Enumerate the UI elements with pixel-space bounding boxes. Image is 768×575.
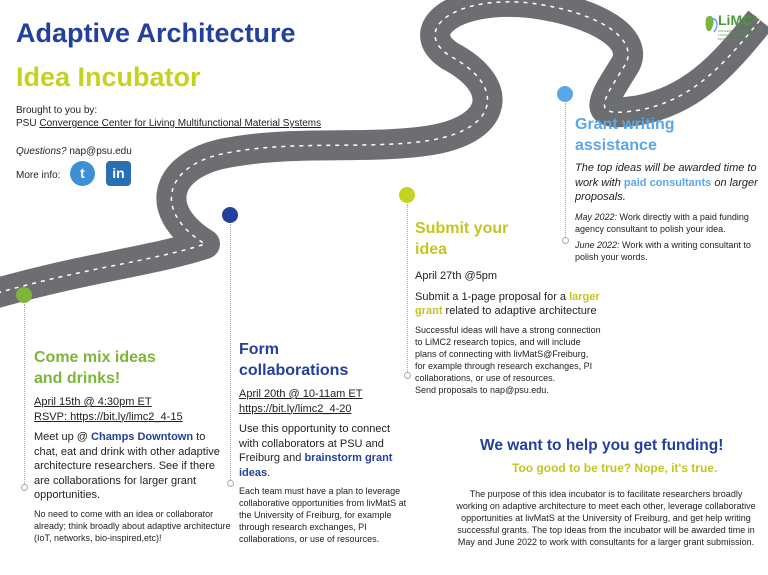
stage-form-body-pre: Use this opportunity to connect with col… [239,423,391,464]
stage-submit-date: April 27th @5pm [415,270,498,282]
timeline-line-grant [565,103,566,239]
questions-label: Questions? [16,146,67,157]
stage-mix-note: No need to come with an idea or collabor… [34,508,231,543]
stage-submit-body: Submit a 1-page proposal for a larger gr… [415,290,600,319]
stage-grant: Grant writing assistance The top ideas w… [575,114,761,263]
marker-navy [222,207,238,223]
organization-line: PSU Convergence Center for Living Multif… [16,117,356,130]
stage-form-date: April 20th @ 10-11am ET [239,388,363,400]
stage-grant-body-post: on larger proposals. [575,176,758,204]
stage-grant-june-text: Work with a writing consultant to polish… [575,239,751,262]
help-body: The purpose of this idea incubator is to… [456,489,756,547]
page-subtitle: Idea Incubator [16,62,201,92]
marker-lime [399,187,415,203]
stage-form-body-post: . [267,466,271,479]
stage-mix-venue: Champs Downtown [91,431,194,443]
stage-form-highlight: brainstorm grant ideas [239,452,393,479]
timeline-line-form [230,224,231,482]
stage-submit-highlight: larger grant [415,290,600,318]
timeline-line-submit [407,204,408,374]
brought-label: Brought to you by: [16,105,98,116]
help-subheadline: Too good to be true? Nope, it's true. [512,461,718,475]
stage-mix-body-post: to chat, eat and drink with other adapti… [34,431,220,501]
stage-grant-june-label: June 2022: [575,239,620,250]
timeline-bullet-grant [562,237,569,244]
stage-mix-date: April 15th @ 4:30pm ET [34,396,152,408]
stage-form-note: Each team must have a plan to leverage c… [239,486,407,544]
stage-submit-title-2: idea [415,241,448,258]
stage-grant-body-pre: The top ideas will be awarded time to wo… [575,162,757,189]
stage-grant-may-label: May 2022: [575,211,618,222]
page-title: Adaptive Architecture [16,18,296,48]
stage-form-body: Use this opportunity to connect with col… [239,422,411,480]
brought-to-you-by: Brought to you by: PSU Convergence Cente… [16,104,356,130]
timeline-bullet-form [227,480,234,487]
stage-submit-body-pre: Submit a 1-page proposal for a [415,290,570,303]
stage-mix-body-pre: Meet up @ [34,431,92,443]
stage-mix: Come mix ideas and drinks! April 15th @ … [34,347,231,544]
marker-blue [557,86,573,102]
limc2-logo [705,15,718,33]
timeline-bullet-mix [21,484,28,491]
stage-mix-rsvp-link[interactable]: RSVP: https://bit.ly/limc2_4-15 [34,410,183,423]
stage-form-title-1: Form [239,341,279,358]
organization-prefix: PSU [16,118,40,129]
stage-grant-body: The top ideas will be awarded time to wo… [575,161,761,205]
stage-form-title-2: collaborations [239,362,349,379]
questions-email[interactable]: nap@psu.edu [66,146,132,157]
linkedin-icon[interactable]: in [106,161,131,186]
logo-name: LiMC² [718,12,757,28]
stage-grant-title-2: assistance [575,137,657,154]
stage-submit: Submit your idea April 27th @5pm Submit … [415,218,601,396]
logo-subtitle: CONVERGENCE CENTER FOR LIVING MULTIFUNCT… [718,29,762,41]
stage-grant-june: June 2022: Work with a writing consultan… [575,239,761,263]
help-headline: We want to help you get funding! [480,437,724,454]
twitter-icon[interactable]: t [70,161,95,186]
stage-form-link[interactable]: https://bit.ly/limc2_4-20 [239,402,352,415]
stage-grant-highlight: paid consultants [623,176,712,189]
questions-line: Questions? nap@psu.edu [16,145,132,158]
timeline-bullet-submit [404,372,411,379]
stage-grant-title-1: Grant writing [575,116,675,133]
stage-submit-note: Successful ideas will have a strong conn… [415,324,601,383]
stage-mix-title-1: Come mix ideas [34,349,156,366]
stage-grant-may-text: Work directly with a paid funding agency… [575,211,749,234]
stage-form: Form collaborations April 20th @ 10-11am… [239,339,411,545]
stage-submit-title-1: Submit your [415,220,509,237]
stage-grant-may: May 2022: Work directly with a paid fund… [575,211,761,235]
stage-submit-send: Send proposals to nap@psu.edu. [415,384,549,395]
stage-mix-body: Meet up @ Champs Downtown to chat, eat a… [34,430,224,503]
organization-link[interactable]: Convergence Center for Living Multifunct… [39,118,322,129]
timeline-line-mix [24,304,25,486]
stage-mix-title-2: and drinks! [34,370,121,387]
more-info-label: More info: [16,170,61,181]
stage-submit-body-post: related to adaptive architecture [442,305,597,317]
marker-green [16,287,32,303]
